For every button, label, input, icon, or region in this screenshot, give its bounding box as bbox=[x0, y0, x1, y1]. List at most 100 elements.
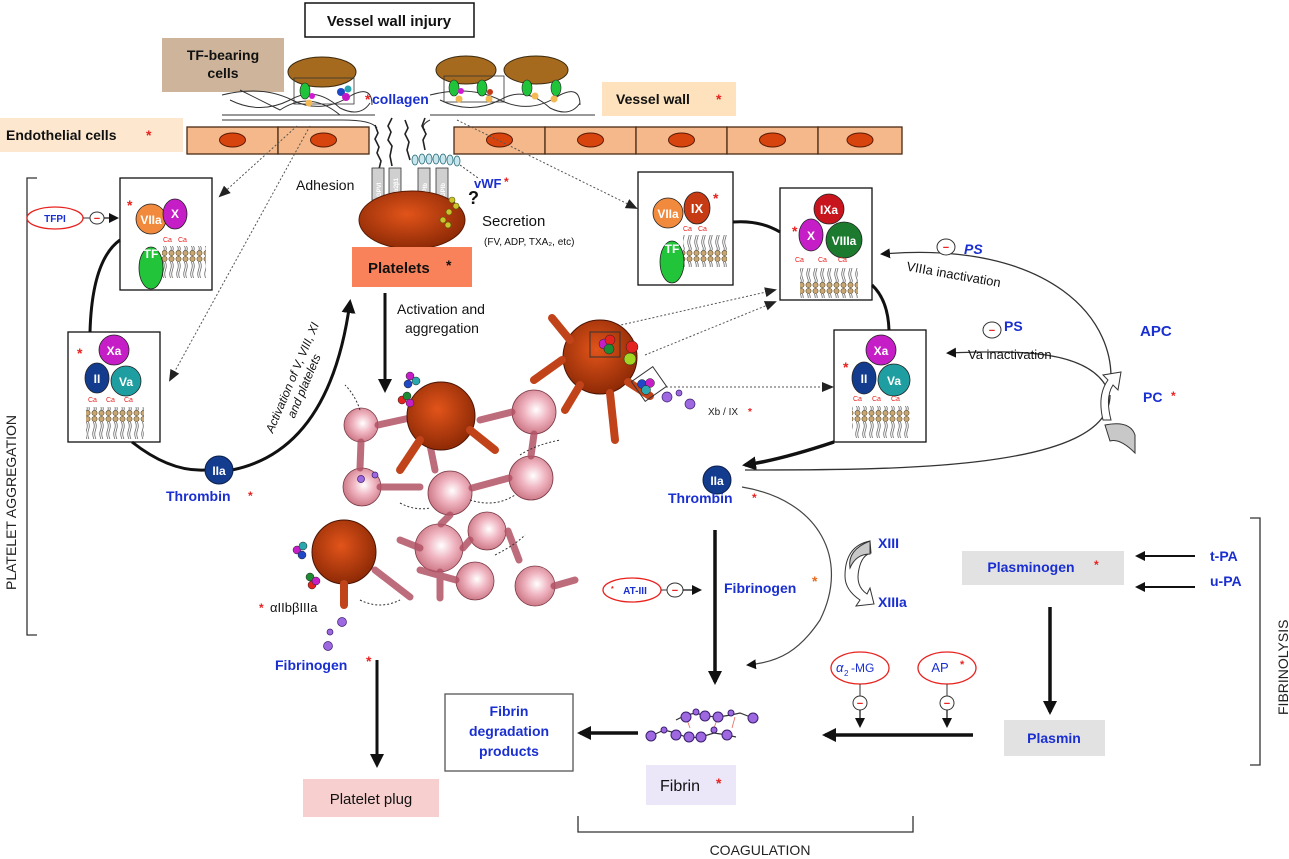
svg-text:PC: PC bbox=[1143, 389, 1162, 405]
svg-text:PS: PS bbox=[1004, 318, 1023, 334]
svg-text:*: * bbox=[812, 573, 818, 589]
svg-text:COAGULATION: COAGULATION bbox=[710, 842, 811, 858]
cell-nucleus bbox=[846, 132, 874, 148]
fibrinolysis-bracket: FIBRINOLYSIS bbox=[1250, 517, 1289, 766]
svg-text:FIBRINOLYSIS: FIBRINOLYSIS bbox=[1275, 620, 1289, 715]
integrin-label: * αIIbβIIIa bbox=[259, 600, 318, 615]
fibrinogen-coag-label: Fibrinogen bbox=[724, 580, 796, 596]
svg-text:*: * bbox=[259, 601, 264, 615]
vessel-wall-injury-title: Vessel wall injury bbox=[304, 2, 475, 38]
fibrinogen-aggregate-label: Fibrinogen * bbox=[275, 653, 372, 673]
svg-text:Fibrin: Fibrin bbox=[660, 778, 700, 795]
svg-text:−: − bbox=[944, 698, 950, 710]
svg-text:-MG: -MG bbox=[851, 661, 874, 675]
svg-text:Ca: Ca bbox=[698, 226, 707, 233]
collagen-label: collagen bbox=[372, 91, 429, 107]
coagulation-bracket: COAGULATION bbox=[577, 816, 914, 858]
svg-text:Ca: Ca bbox=[163, 237, 172, 244]
xiiia-label: XIIIa bbox=[878, 594, 907, 610]
plasmin-label: Plasmin bbox=[1004, 720, 1105, 756]
svg-text:2: 2 bbox=[844, 669, 849, 678]
svg-text:Ca: Ca bbox=[795, 257, 804, 264]
svg-text:*: * bbox=[366, 653, 372, 669]
svg-text:cells: cells bbox=[207, 65, 238, 81]
activation-text: Activation of V, VIII, XI and platelets bbox=[262, 320, 323, 436]
svg-text:−: − bbox=[672, 585, 678, 597]
svg-text:VIIIa inactivation: VIIIa inactivation bbox=[905, 259, 1002, 290]
svg-text:*: * bbox=[960, 659, 965, 671]
vwf-label: vWF bbox=[474, 176, 502, 191]
thrombin-generation-arrow bbox=[742, 440, 835, 471]
vessel-wall-label: Vessel wall * bbox=[602, 82, 736, 116]
svg-text:TF-bearing: TF-bearing bbox=[187, 47, 259, 63]
svg-text:*: * bbox=[713, 190, 719, 206]
tf-cell-left bbox=[287, 56, 357, 107]
svg-text:Ca: Ca bbox=[818, 257, 827, 264]
tfpi-inhibitor: TFPI − bbox=[26, 206, 119, 230]
complex-xa-ii-va-left: * Xa II Va Ca Ca Ca bbox=[67, 331, 161, 443]
tf-cell-right-2 bbox=[503, 55, 569, 103]
svg-text:APC: APC bbox=[1140, 323, 1172, 340]
xiii-label: XIII bbox=[878, 535, 899, 551]
cell-nucleus bbox=[219, 132, 246, 148]
platelet-aggregate bbox=[292, 314, 696, 651]
svg-text:*: * bbox=[1171, 389, 1176, 403]
svg-text:AP: AP bbox=[931, 660, 948, 675]
svg-text:*: * bbox=[792, 223, 798, 239]
svg-text:*: * bbox=[146, 127, 152, 143]
platelet-plug-label: Platelet plug bbox=[303, 779, 439, 817]
platelet-aggregation-bracket: PLATELET AGGREGATION bbox=[3, 177, 37, 636]
xb-ix-label: Xb / IX bbox=[708, 407, 738, 418]
svg-text:*: * bbox=[1094, 558, 1099, 572]
svg-text:II: II bbox=[861, 372, 868, 386]
svg-text:II: II bbox=[94, 372, 101, 386]
svg-text:VIIa: VIIa bbox=[140, 213, 162, 227]
svg-text:PS: PS bbox=[964, 241, 983, 257]
svg-text:*: * bbox=[716, 775, 722, 791]
svg-text:X: X bbox=[807, 229, 815, 243]
plasminogen-label: Plasminogen * bbox=[962, 551, 1124, 585]
svg-text:*: * bbox=[843, 359, 849, 375]
upa-label: u-PA bbox=[1210, 573, 1242, 589]
secretion-detail: (FV, ADP, TXA₂, etc) bbox=[484, 237, 574, 248]
svg-text:Ca: Ca bbox=[106, 397, 115, 404]
complex-viia-x-tf-left: * VIIa X TF Ca Ca bbox=[119, 177, 213, 291]
cell-nucleus bbox=[577, 132, 604, 148]
svg-text:Plasminogen: Plasminogen bbox=[987, 559, 1074, 575]
right-cycle-arc-1 bbox=[732, 220, 781, 234]
left-cycle-arc-upper bbox=[88, 238, 121, 333]
svg-text:*: * bbox=[752, 491, 757, 505]
svg-text:*: * bbox=[611, 586, 614, 593]
xiiia-crosslink-arrow bbox=[741, 486, 833, 670]
svg-text:Ca: Ca bbox=[838, 257, 847, 264]
at3-inhibitor: * AT-III − bbox=[602, 577, 702, 603]
svg-text:−: − bbox=[94, 213, 100, 225]
cell-nucleus bbox=[310, 132, 337, 148]
complex-viia-ix-tf-right: VIIa IX TF * Ca Ca bbox=[637, 171, 734, 286]
svg-text:Ca: Ca bbox=[178, 237, 187, 244]
svg-text:Plasmin: Plasmin bbox=[1027, 730, 1081, 746]
svg-text:VIIIa: VIIIa bbox=[832, 234, 857, 248]
svg-text:−: − bbox=[989, 325, 995, 337]
svg-text:GPVI: GPVI bbox=[377, 182, 383, 197]
svg-text:Fibrinogen: Fibrinogen bbox=[275, 657, 347, 673]
svg-text:Va: Va bbox=[119, 375, 133, 389]
svg-text:α2β1: α2β1 bbox=[394, 177, 400, 192]
endothelial-cell-row bbox=[186, 126, 903, 155]
svg-text:PLATELET AGGREGATION: PLATELET AGGREGATION bbox=[3, 415, 19, 590]
title-text: Vessel wall injury bbox=[327, 13, 452, 30]
cell-nucleus bbox=[759, 132, 786, 148]
svg-text:TF: TF bbox=[665, 242, 680, 256]
xiii-activation-arrow bbox=[844, 540, 875, 607]
svg-text:GPIb: GPIb bbox=[423, 183, 429, 197]
svg-text:IX: IX bbox=[691, 201, 704, 216]
svg-text:products: products bbox=[479, 743, 539, 759]
svg-text:Ca: Ca bbox=[853, 396, 862, 403]
thrombin-left: IIa Thrombin * bbox=[166, 455, 253, 504]
svg-text:Fibrin: Fibrin bbox=[490, 703, 529, 719]
svg-text:VIIa: VIIa bbox=[657, 207, 679, 221]
svg-text:Xa: Xa bbox=[107, 344, 122, 358]
platelets-label: Platelets * bbox=[352, 247, 472, 287]
svg-text:Ca: Ca bbox=[891, 396, 900, 403]
secretion-icon: ? bbox=[468, 188, 479, 208]
